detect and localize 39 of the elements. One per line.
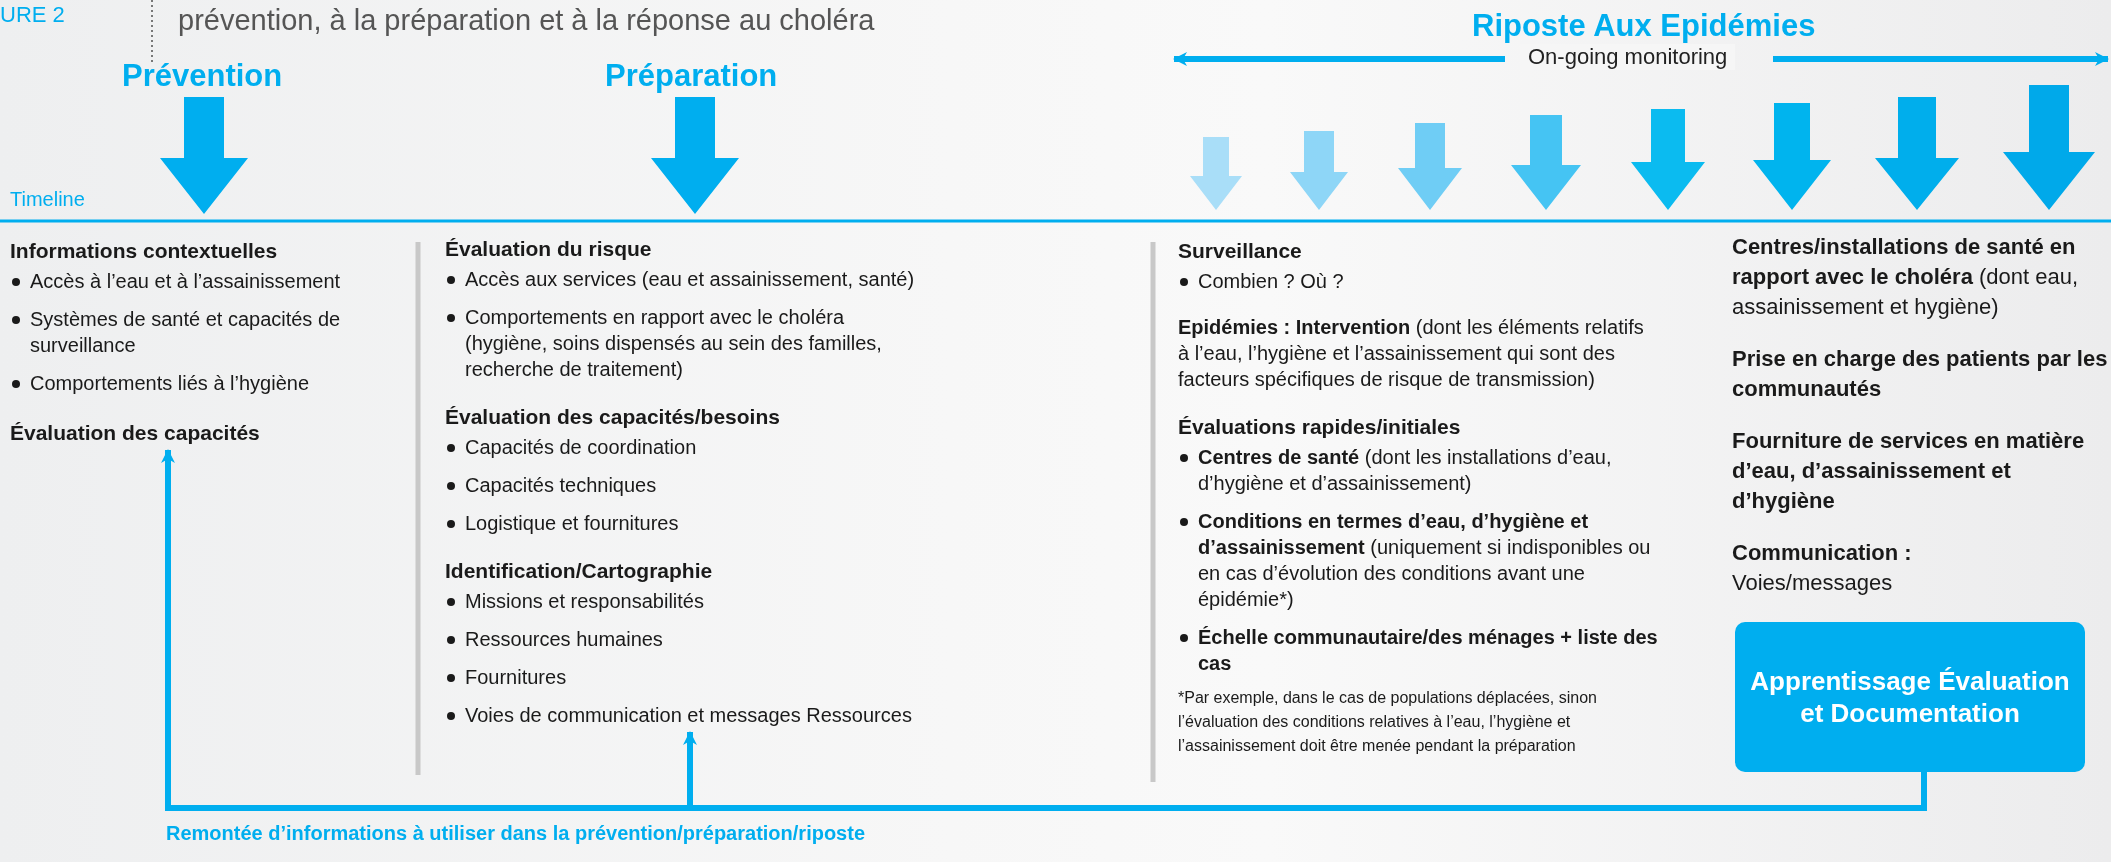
section-heading: Informations contextuelles [10, 238, 279, 264]
phase-heading: Prévention [122, 58, 283, 94]
section-heading: Prise en charge des patients par les communautés [1732, 345, 2108, 403]
paragraph: Centres/installations de santé en rapport avec le choléra (dont eau, assainissement et hygiène) [1732, 233, 2080, 321]
bullet-item: Combien ? Où ? [1198, 270, 1344, 292]
timeline-label: Timeline [10, 188, 85, 211]
bullet-item: Missions et responsabilités [465, 590, 704, 612]
paragraph: Epidémies : Intervention (dont les éléments relatifs à l’eau, l’hygiène et l’assainissement qui sont des facteurs spécifiques de risque de transmission) [1178, 315, 1645, 392]
bullet-item: Fournitures [465, 666, 567, 688]
callout-box: Apprentissage Évaluation et Documentation [1735, 622, 2085, 772]
section-heading: Évaluation des capacités [10, 420, 261, 446]
bullet-item: Comportements liés à l’hygiène [30, 372, 310, 394]
bullet-item: Accès à l’eau et à l’assainissement [30, 270, 341, 292]
phase-heading: Préparation [605, 58, 778, 94]
section-heading: Évaluation des capacités/besoins [445, 404, 781, 430]
paragraph: Voies/messages [1732, 569, 1894, 597]
bullet-item: Voies de communication et messages Ressources [465, 704, 912, 726]
bullet-item: Conditions en termes d’eau, d’hygiène et d’assainissement (uniquement si indisponibles ou en cas d’évolution des conditions avant une épidémie*) [1198, 510, 1651, 610]
section-heading: Évaluations rapides/initiales [1178, 414, 1462, 440]
figure-number: URE 2 [0, 2, 65, 28]
figure-title: prévention, à la préparation et à la réponse au choléra [178, 4, 875, 37]
bullet-item: Accès aux services (eau et assainissement, santé) [465, 268, 915, 290]
bullet-item: Systèmes de santé et capacités de surveillance [30, 308, 341, 356]
section-heading: Identification/Cartographie [445, 558, 714, 584]
section-heading: Surveillance [1178, 238, 1303, 264]
bullet-item: Échelle communautaire/des ménages + liste des cas [1198, 626, 1658, 674]
bullet-item: Logistique et fournitures [465, 512, 679, 534]
bullet-item: Comportements en rapport avec le choléra (hygiène, soins dispensés au sein des familles, recherche de traitement) [465, 306, 882, 380]
bullet-item: Centres de santé (dont les installations d’eau, d’hygiène et d’assainissement) [1198, 446, 1612, 494]
phase-heading: Riposte Aux Epidémies [1472, 8, 1816, 44]
section-heading: Évaluation du risque [445, 236, 653, 262]
feedback-label: Remontée d’informations à utiliser dans la prévention/préparation/riposte [166, 822, 866, 845]
footnote: *Par exemple, dans le cas de populations déplacées, sinon l’évaluation des conditions relatives à l’eau, l’hygiène et l’assainissement doit être menée pendant la préparation [1178, 688, 1598, 756]
bullet-item: Capacités de coordination [465, 436, 697, 458]
feedback-arrow [683, 731, 1927, 811]
section-heading: Communication : [1732, 539, 1913, 567]
bullet-item: Capacités techniques [465, 474, 657, 496]
bullet-item: Ressources humaines [465, 628, 663, 650]
section-heading: Fourniture de services en matière d’eau, d’assainissement et d’hygiène [1732, 427, 2086, 515]
